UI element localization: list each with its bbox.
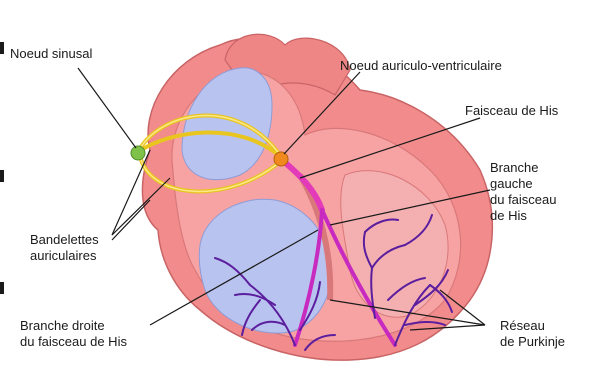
label-line: de Purkinje [500, 334, 565, 350]
label-purkinje-network: Réseau de Purkinje [500, 318, 565, 350]
label-right-bundle-branch: Branche droite du faisceau de His [20, 318, 127, 350]
left-edge-marks [0, 282, 4, 294]
label-line: Réseau [500, 318, 565, 334]
left-edge-marks [0, 42, 4, 54]
label-sinus-node: Noeud sinusal [10, 46, 92, 62]
label-line: auriculaires [30, 248, 99, 264]
left-edge-marks [0, 170, 4, 182]
label-line: Branche [490, 160, 557, 176]
label-atrial-bands: Bandelettes auriculaires [30, 232, 99, 264]
sinus-node-marker [131, 146, 145, 160]
label-line: gauche [490, 176, 557, 192]
label-left-bundle-branch: Branche gauche du faisceau de His [490, 160, 557, 224]
av-node-marker [274, 152, 288, 166]
label-line: Branche droite [20, 318, 127, 334]
label-line: Bandelettes [30, 232, 99, 248]
label-his-bundle: Faisceau de His [465, 103, 558, 119]
label-line: de His [490, 208, 557, 224]
label-av-node: Noeud auriculo-ventriculaire [340, 58, 502, 74]
label-line: du faisceau de His [20, 334, 127, 350]
label-line: du faisceau [490, 192, 557, 208]
